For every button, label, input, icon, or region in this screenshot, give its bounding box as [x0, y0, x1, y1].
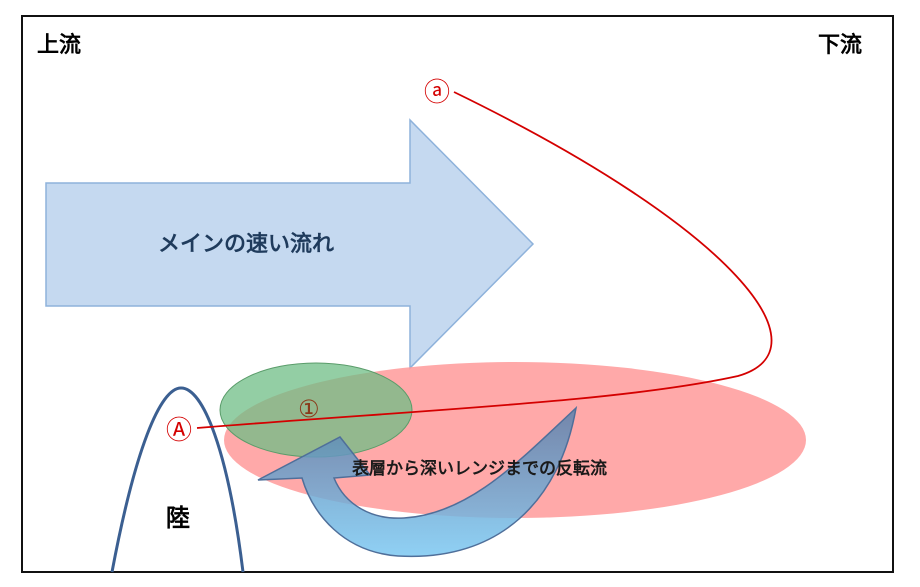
main-flow-arrow [45, 118, 535, 370]
downstream-label: 下流 [818, 33, 863, 58]
land-outline [110, 386, 245, 573]
reverse-flow-label: 表層から深いレンジまでの反転流 [352, 459, 607, 479]
upstream-label: 上流 [37, 33, 82, 58]
main-flow-label: メインの速い流れ [158, 232, 335, 257]
land-label: 陸 [166, 504, 190, 532]
point-a-lower-marker: ⓐ [424, 78, 451, 108]
current-path-line [196, 91, 773, 429]
reverse-curl-arrow [257, 405, 578, 558]
point-one-marker: ① [298, 395, 320, 423]
point-a-upper-marker: Ⓐ [166, 416, 193, 446]
